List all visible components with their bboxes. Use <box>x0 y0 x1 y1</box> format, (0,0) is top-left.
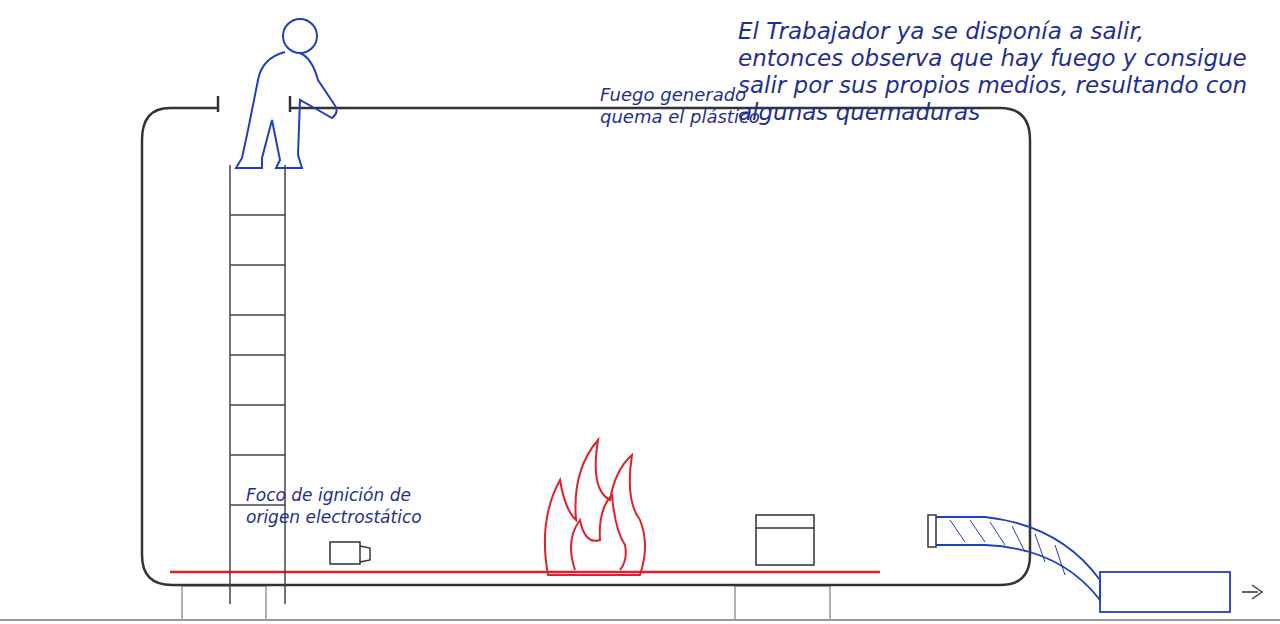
flexible-hose <box>936 517 1100 600</box>
ladder-rung <box>230 404 285 406</box>
worker-body <box>236 52 337 168</box>
ladder-rung <box>230 264 285 266</box>
plastic-sheet <box>170 571 880 574</box>
hatch-rim <box>217 96 220 112</box>
ladder-rung <box>230 454 285 456</box>
ignition-source <box>330 542 370 564</box>
ladder-rung <box>230 314 285 316</box>
annotation-note: El Trabajador ya se disponía a salir, en… <box>738 18 1248 126</box>
annotation-note: Foco de ignición de origen electrostátic… <box>246 484 451 528</box>
container-box <box>756 515 814 565</box>
ignition-device-tip <box>360 546 370 562</box>
extractor-fan <box>1100 572 1230 612</box>
flow-arrow <box>1242 585 1262 599</box>
hatch-rim <box>289 96 292 112</box>
hose-corrugation <box>950 520 1065 575</box>
box-outline <box>756 515 814 565</box>
ladder-rung <box>230 214 285 216</box>
box-lid <box>756 527 814 529</box>
annotation-note: Fuego generado quema el plástico <box>600 84 785 128</box>
ladder-rail <box>229 165 231 604</box>
ignition-device <box>330 542 360 564</box>
fire-flames <box>545 440 645 575</box>
hose-port <box>928 515 936 547</box>
worker-figure <box>236 19 337 168</box>
worker-head <box>283 19 317 53</box>
ladder-rail <box>284 165 286 604</box>
tank-support <box>182 586 266 620</box>
tank-shell <box>142 108 1030 585</box>
ladder-rung <box>230 354 285 356</box>
ladder <box>230 165 285 604</box>
tank-support <box>735 586 830 620</box>
